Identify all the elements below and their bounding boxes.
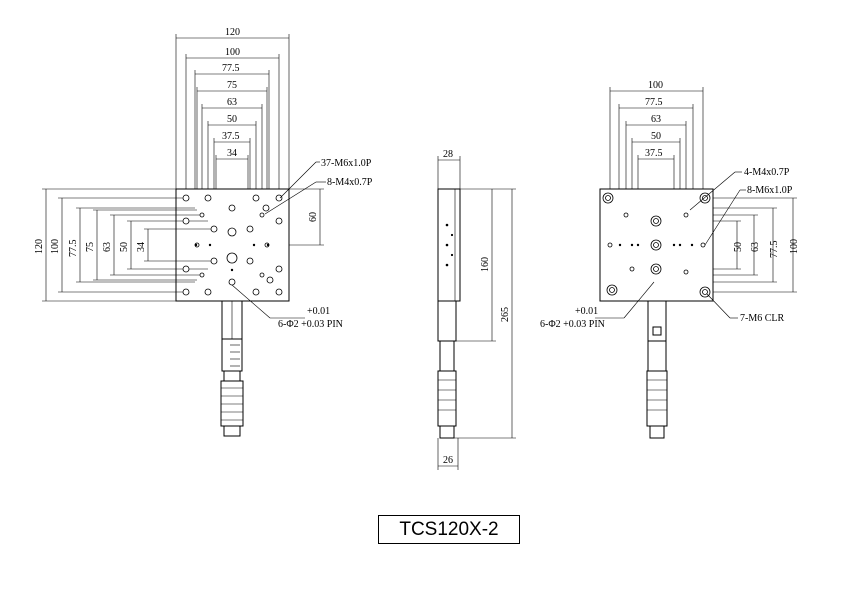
top-dim-h-5: 63 [227,97,237,108]
bot-dim-h-1: 100 [648,80,663,91]
side-dim-265: 265 [500,307,511,322]
top-dim-h-1: 120 [225,27,240,38]
side-dim-160: 160 [480,257,491,272]
bot-note-m6: 8-M6x1.0P [747,185,793,196]
side-dim-26: 26 [443,455,453,466]
top-note-m6: 37-M6x1.0P [321,158,372,169]
top-dim-60: 60 [308,212,319,222]
top-view: 120 100 77.5 75 63 50 37.5 34 120 100 77… [34,27,373,437]
bottom-view: 100 77.5 63 50 37.5 50 63 77.5 100 [540,80,800,439]
top-pin-note: 6-Φ2 +0.03 PIN [278,319,343,330]
top-dim-v-3: 77.5 [68,240,79,258]
top-dim-v-1: 120 [34,239,45,254]
model-title: TCS120X-2 [378,515,520,544]
top-dim-h-3: 77.5 [222,63,240,74]
top-hole-pattern [182,194,283,296]
bot-pin-tol: +0.01 [575,306,598,317]
side-view: 28 26 160 265 [437,149,516,470]
bot-dim-v-4: 100 [789,239,800,254]
top-micrometer [220,300,244,437]
bottom-hole-pattern [602,192,711,298]
bot-dim-v-2: 63 [750,242,761,252]
top-dim-v-7: 34 [136,242,147,252]
top-dim-h-6: 50 [227,114,237,125]
top-dim-h-7: 37.5 [222,131,240,142]
bot-dim-h-4: 50 [651,131,661,142]
top-dim-h-8: 34 [227,148,237,159]
bot-pin-note: 6-Φ2 +0.03 PIN [540,319,605,330]
top-note-m4: 8-M4x0.7P [327,177,373,188]
bot-dim-h-2: 77.5 [645,97,663,108]
side-dim-28: 28 [443,149,453,160]
bot-note-clr: 7-M6 CLR [740,313,785,324]
top-dim-v-4: 75 [85,242,96,252]
bot-note-m4: 4-M4x0.7P [744,167,790,178]
side-stage-body [437,188,461,302]
bot-dim-h-3: 63 [651,114,661,125]
top-pin-tol: +0.01 [307,306,330,317]
bot-dim-v-3: 77.5 [769,241,780,259]
bot-dim-v-1: 50 [733,242,744,252]
top-dim-h-2: 100 [225,47,240,58]
top-dim-v-6: 50 [119,242,130,252]
top-dim-v-2: 100 [50,239,61,254]
bot-dim-h-5: 37.5 [645,148,663,159]
top-dim-v-5: 63 [102,242,113,252]
top-dim-h-4: 75 [227,80,237,91]
bottom-micrometer [646,300,668,439]
